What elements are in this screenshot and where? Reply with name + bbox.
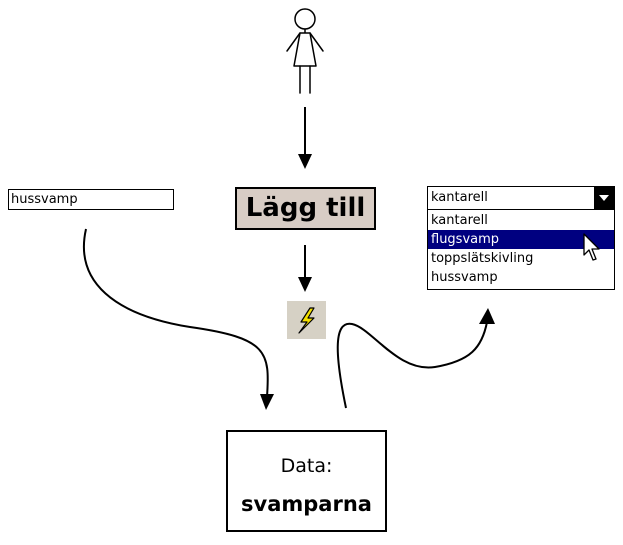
dropdown-field[interactable]: kantarell bbox=[427, 186, 615, 210]
dropdown-option-flugsvamp[interactable]: flugsvamp bbox=[428, 230, 614, 249]
mushroom-name-input[interactable]: hussvamp bbox=[8, 189, 174, 210]
arrow-input-to-data bbox=[83, 228, 274, 410]
dropdown-option-hussvamp[interactable]: hussvamp bbox=[431, 270, 498, 285]
data-store-name: svamparna bbox=[241, 492, 372, 516]
data-store-box: Data: svamparna bbox=[226, 430, 387, 532]
lightning-icon bbox=[298, 307, 315, 334]
mouse-cursor-icon bbox=[583, 233, 600, 261]
stick-figure-icon bbox=[286, 8, 324, 94]
data-store-title: Data: bbox=[280, 455, 333, 477]
dropdown-option-kantarell[interactable]: kantarell bbox=[431, 213, 488, 228]
arrow-actor-to-button bbox=[298, 107, 312, 169]
mushroom-dropdown[interactable]: kantarell kantarell flugsvamp toppslätsk… bbox=[427, 186, 615, 290]
dropdown-option-toppslatskivling[interactable]: toppslätskivling bbox=[431, 251, 534, 266]
dropdown-selected-value: kantarell bbox=[431, 190, 488, 205]
arrow-button-to-event bbox=[298, 245, 312, 292]
event-trigger bbox=[287, 301, 326, 339]
add-button[interactable]: Lägg till bbox=[235, 187, 376, 230]
triangle-down-icon bbox=[599, 195, 609, 201]
arrow-data-to-dropdown bbox=[336, 308, 495, 409]
dropdown-toggle-button[interactable] bbox=[594, 187, 614, 209]
